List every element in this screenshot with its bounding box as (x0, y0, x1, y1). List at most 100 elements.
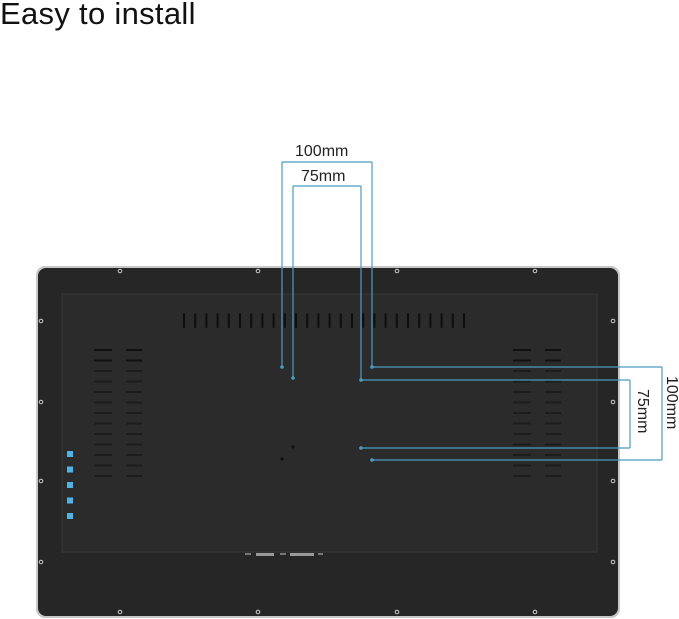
vent-slot (513, 391, 531, 393)
screw (38, 478, 44, 484)
screw (117, 268, 123, 274)
vent-slot (395, 313, 398, 328)
vent-slot (513, 401, 531, 404)
dimension-label-75mm-vertical: 75mm (634, 389, 651, 434)
vent-slot (94, 475, 112, 477)
vent-slot (94, 359, 112, 362)
vent-slot (126, 391, 142, 393)
indicator-light (67, 451, 73, 457)
vent-slot (545, 412, 561, 414)
vent-slot (126, 370, 142, 372)
vent-slot (328, 313, 331, 328)
vent-slot (261, 313, 264, 328)
screw (610, 399, 616, 405)
vent-slot (126, 475, 142, 477)
vent-slot (205, 313, 208, 328)
screw (38, 559, 44, 565)
dimension-label-100mm-vertical: 100mm (663, 376, 679, 430)
vent-slot (306, 313, 309, 328)
indicator-light (67, 482, 73, 488)
vent-slot (94, 370, 112, 372)
vent-slot (295, 313, 297, 328)
vent-slot (513, 380, 531, 383)
vent-slot (545, 391, 561, 393)
screws (38, 268, 616, 615)
vent-slot (239, 313, 241, 328)
screw (38, 399, 44, 405)
vent-slot (351, 313, 353, 328)
vent-slot (126, 412, 142, 414)
page-title: Easy to install (0, 0, 196, 31)
screw (255, 609, 261, 615)
vent-slot (126, 464, 142, 467)
vent-slot (216, 313, 219, 328)
vent-slot (418, 313, 421, 328)
vent-slot (513, 412, 531, 414)
vents (94, 313, 561, 477)
vent-slot (545, 454, 561, 456)
vent-slot (407, 313, 409, 328)
dimension-label-75mm-horizontal: 75mm (301, 168, 346, 185)
vent-slot (94, 422, 112, 425)
vent-slot (513, 349, 531, 351)
vent-slot (513, 443, 531, 446)
ports (245, 553, 323, 556)
vent-slot (545, 422, 561, 425)
vent-slot (440, 313, 443, 328)
vent-slot (94, 454, 112, 456)
vent-slot (545, 349, 561, 351)
vent-slot (545, 401, 561, 404)
vent-slot (513, 454, 531, 456)
vent-slot (126, 422, 142, 425)
vent-slot (126, 349, 142, 351)
screw (610, 478, 616, 484)
screw (394, 268, 400, 274)
vent-slot (545, 443, 561, 446)
vent-slot (429, 313, 432, 328)
indicator-light (67, 497, 73, 504)
vent-slot (362, 313, 365, 328)
vent-slot (272, 313, 275, 328)
vent-slot (94, 443, 112, 446)
vent-slot (384, 313, 387, 328)
vent-slot (513, 464, 531, 467)
screw (117, 609, 123, 615)
vent-slot (94, 412, 112, 414)
vent-slot (545, 433, 561, 435)
vent-slot (194, 313, 197, 328)
vent-slot (126, 401, 142, 404)
screw (610, 559, 616, 565)
vent-slot (283, 313, 286, 328)
vent-slot (183, 313, 185, 328)
screw (394, 609, 400, 615)
screw (532, 268, 538, 274)
screw (532, 609, 538, 615)
inner-panel (61, 293, 598, 553)
indicator-light (67, 513, 73, 519)
vent-slot (126, 359, 142, 362)
vent-slot (126, 454, 142, 456)
screw (610, 318, 616, 324)
screw (255, 268, 261, 274)
vent-slot (545, 380, 561, 383)
vent-slot (126, 443, 142, 446)
dimension-lines (281, 161, 663, 461)
vent-slot (513, 359, 531, 362)
vent-slot (94, 433, 112, 435)
vent-slot (227, 313, 230, 328)
vesa-holes (280, 445, 295, 461)
vent-slot (126, 380, 142, 383)
vent-slot (545, 370, 561, 372)
dimension-label-100mm-horizontal: 100mm (295, 143, 349, 160)
vent-slot (545, 464, 561, 467)
vent-slot (373, 313, 376, 328)
vent-slot (451, 313, 454, 328)
vent-slot (94, 380, 112, 383)
vent-slot (545, 475, 561, 477)
vent-slot (513, 422, 531, 425)
indicator-lights (67, 451, 73, 519)
vent-slot (513, 370, 531, 372)
vent-slot (94, 464, 112, 467)
vent-slot (513, 475, 531, 477)
